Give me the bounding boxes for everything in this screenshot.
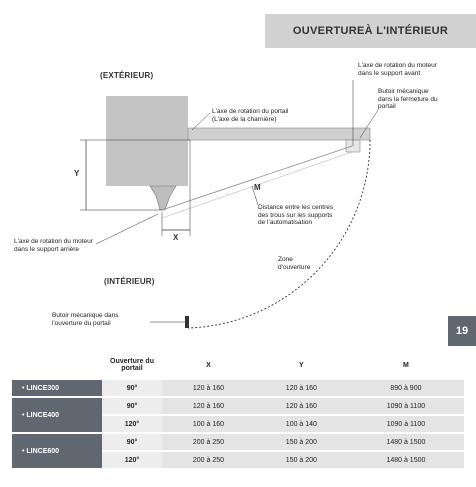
table-row: • LINCE600 90° 200 à 250 150 à 200 1480 … — [12, 434, 464, 468]
spec-table: Ouverture du portail X Y M • LINCE300 90… — [12, 350, 464, 470]
ouverture-cell: 90° — [102, 434, 162, 450]
model-cell: • LINCE300 — [12, 380, 102, 396]
opening-arc — [187, 139, 371, 329]
automation-arm — [161, 145, 353, 211]
label-opening-zone: Zone d'ouverture — [278, 256, 311, 271]
x-cell: 120 à 160 — [162, 380, 255, 396]
label-opening-stop: Butoir mécanique dans l'ouverture du por… — [52, 312, 119, 327]
installation-diagram — [80, 80, 379, 329]
leader-distance — [251, 185, 259, 206]
label-gate-axis: L'axe de rotation du portail (L'axe de l… — [212, 108, 289, 123]
y-cell: 120 à 160 — [254, 380, 348, 396]
m-cell: 1090 à 1100 — [347, 416, 464, 432]
leader-closing-stop — [359, 109, 379, 139]
table-row: • LINCE300 90° 120 à 160 120 à 160 890 à… — [12, 380, 464, 396]
header-ouverture: Ouverture du portail — [110, 358, 154, 372]
ouverture-cell: 120° — [102, 416, 162, 432]
dim-m-label: M — [254, 183, 261, 192]
opening-stop — [185, 316, 189, 328]
label-front-motor-axis: L'axe de rotation du moteur dans le supp… — [358, 62, 437, 77]
model-cell: • LINCE600 — [12, 434, 102, 468]
ouverture-cell: 120° — [102, 452, 162, 468]
x-cell: 100 à 160 — [162, 416, 255, 432]
dim-x-label: X — [173, 233, 179, 242]
diagram-card: OUVERTUREÀ L'INTÉRIEUR (EXTÉRIEUR) (INTÉ… — [14, 14, 476, 346]
dim-y-label: Y — [74, 169, 80, 178]
label-hole-distance: Distance entre les centres des trous sur… — [258, 204, 334, 226]
label-exterieur: (EXTÉRIEUR) — [100, 71, 154, 80]
automation-arm-lower — [161, 151, 353, 219]
label-rear-motor-axis: L'axe de rotation du moteur dans le supp… — [14, 238, 93, 253]
m-cell: 1480 à 1500 — [347, 452, 464, 468]
y-cell: 150 à 200 — [254, 434, 348, 450]
m-cell: 1090 à 1100 — [347, 398, 464, 414]
leader-gate-axis — [191, 112, 211, 131]
gate-leaf — [187, 127, 371, 141]
header-x: X — [206, 361, 211, 369]
table-row: 120° 100 à 160 100 à 140 1090 à 1100 — [12, 416, 464, 432]
label-closing-stop: Butoir mécanique dans la fermeture du po… — [378, 88, 438, 110]
y-cell: 100 à 140 — [254, 416, 348, 432]
ouverture-cell: 90° — [102, 398, 162, 414]
header-m: M — [403, 361, 409, 369]
leader-rear-axis — [95, 213, 159, 245]
header-y: Y — [299, 361, 304, 369]
page-number: 19 — [448, 316, 476, 346]
x-cell: 200 à 250 — [162, 452, 255, 468]
y-cell: 150 à 200 — [254, 452, 348, 468]
rear-bracket — [149, 185, 177, 211]
table-header-row: Ouverture du portail X Y M — [12, 352, 464, 378]
x-cell: 120 à 160 — [162, 398, 255, 414]
ouverture-cell: 90° — [102, 380, 162, 396]
label-interieur: (INTÉRIEUR) — [104, 277, 155, 286]
table-row: 120° 200 à 250 150 à 200 1480 à 1500 — [12, 452, 464, 468]
x-cell: 200 à 250 — [162, 434, 255, 450]
header-model — [12, 352, 102, 378]
m-cell: 1480 à 1500 — [347, 434, 464, 450]
table-row: • LINCE400 90° 120 à 160 120 à 160 1090 … — [12, 398, 464, 432]
model-cell: • LINCE400 — [12, 398, 102, 432]
pillar — [106, 96, 188, 186]
y-cell: 120 à 160 — [254, 398, 348, 414]
m-cell: 890 à 900 — [347, 380, 464, 396]
section-title: OUVERTUREÀ L'INTÉRIEUR — [265, 14, 476, 48]
